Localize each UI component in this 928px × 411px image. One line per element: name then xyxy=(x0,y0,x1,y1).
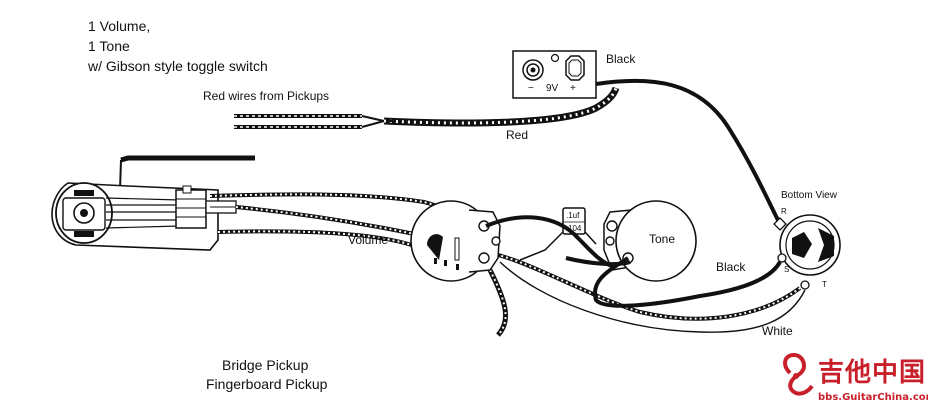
black-wire-tone-jack xyxy=(592,256,782,308)
black-wire-jumper xyxy=(565,256,631,267)
label-fingerboard-pickup: Fingerboard Pickup xyxy=(206,376,328,392)
label-red-wires: Red wires from Pickups xyxy=(203,89,330,103)
label-volume: Volume xyxy=(348,233,389,247)
red-wires-from-pickups xyxy=(234,86,620,129)
black-wire-volume-tone xyxy=(485,215,613,268)
jack-terminal-ring: R xyxy=(781,207,787,216)
note-toggle: w/ Gibson style toggle switch xyxy=(88,58,268,74)
label-bridge-pickup: Bridge Pickup xyxy=(222,357,309,373)
watermark-chinese: 吉他中国 xyxy=(818,358,927,388)
toggle-switch xyxy=(51,155,255,251)
note-volume: 1 Volume, xyxy=(88,18,151,34)
black-wire-battery-jack xyxy=(595,78,783,227)
label-black-mid: Black xyxy=(716,260,746,274)
label-red: Red xyxy=(506,128,529,142)
battery-plus: + xyxy=(570,83,576,94)
output-jack xyxy=(773,214,841,290)
white-wire xyxy=(499,261,806,333)
watermark-logo xyxy=(783,352,814,396)
capacitor-code: 104 xyxy=(568,224,582,233)
note-tone: 1 Tone xyxy=(88,38,130,54)
volume-pot xyxy=(410,200,501,282)
capacitor-value: .1uf xyxy=(566,211,580,220)
label-white: White xyxy=(762,324,793,338)
label-black-top: Black xyxy=(606,52,636,66)
battery-minus: − xyxy=(528,83,534,94)
label-tone: Tone xyxy=(649,232,676,246)
battery-connector xyxy=(512,50,597,99)
watermark-url: bbs.GuitarChina.com xyxy=(818,392,928,403)
jack-terminal-tip: T xyxy=(822,280,827,289)
label-bottom-view: Bottom View xyxy=(781,190,837,201)
jack-terminal-sleeve: S xyxy=(784,265,790,274)
tone-pot xyxy=(603,200,697,282)
battery-voltage: 9V xyxy=(546,83,559,94)
